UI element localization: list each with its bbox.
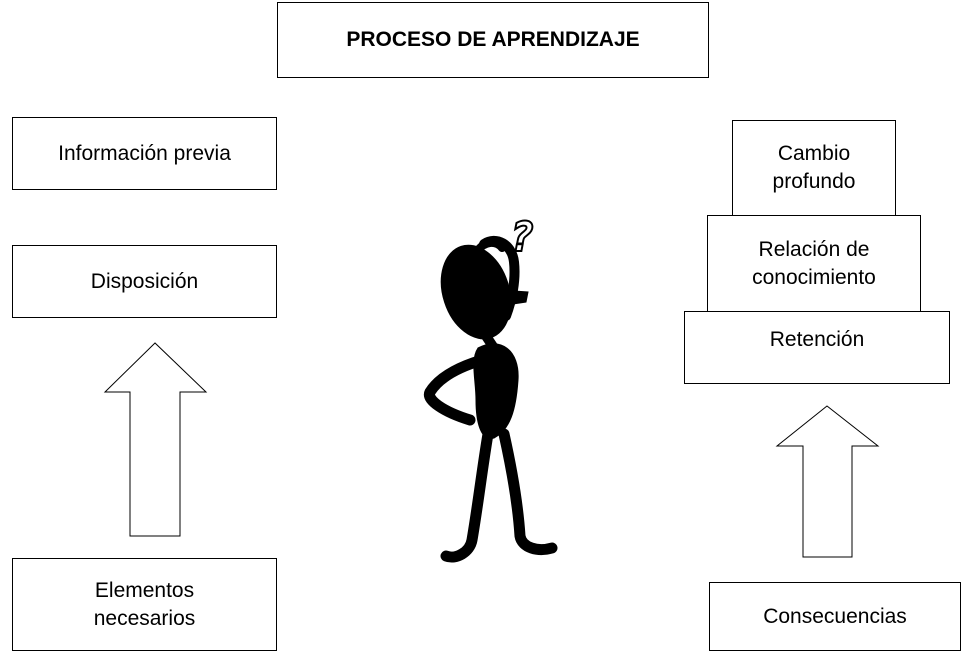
thinking-person-icon: ? xyxy=(424,213,558,563)
knowledge-relation-label: Relación de conocimiento xyxy=(752,237,876,289)
previous-info-box: Información previa xyxy=(12,117,277,190)
knowledge-relation-box: Relación de conocimiento xyxy=(707,215,921,312)
deep-change-box: Cambio profundo xyxy=(732,120,896,216)
retention-box: Retención xyxy=(684,311,950,384)
consequences-label: Consecuencias xyxy=(763,604,907,628)
diagram-title-box: PROCESO DE APRENDIZAJE xyxy=(277,2,709,78)
diagram-title: PROCESO DE APRENDIZAJE xyxy=(346,28,640,51)
consequences-box: Consecuencias xyxy=(709,582,961,651)
elements-label: Elementos necesarios xyxy=(93,578,196,630)
disposition-label: Disposición xyxy=(90,269,199,293)
right-up-arrow xyxy=(775,405,880,558)
left-up-arrow xyxy=(103,342,208,537)
retention-label: Retención xyxy=(769,328,865,351)
deep-change-label: Cambio profundo xyxy=(772,142,856,193)
disposition-box: Disposición xyxy=(12,245,277,318)
previous-info-label: Información previa xyxy=(58,141,231,165)
